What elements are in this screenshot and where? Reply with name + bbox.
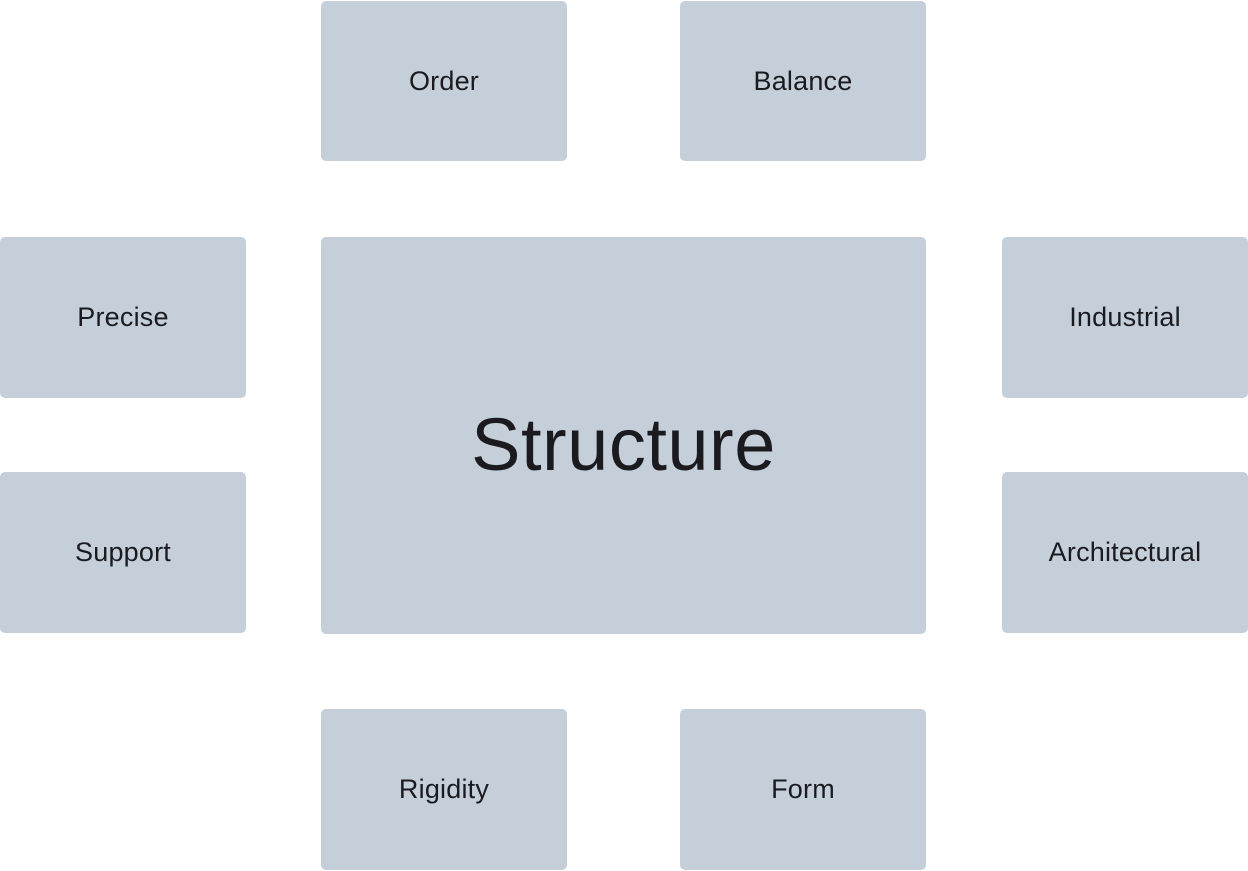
node-rigidity: Rigidity <box>321 709 567 870</box>
node-label: Order <box>408 65 480 96</box>
node-label: Form <box>771 774 835 804</box>
node-form: Form <box>680 709 926 870</box>
node-industrial: Industrial <box>1002 237 1248 398</box>
node-support: Support <box>0 472 246 633</box>
node-label: Support <box>75 537 171 567</box>
node-order: Order <box>321 1 567 161</box>
node-label: Architectural <box>1048 537 1202 567</box>
node-precise: Precise <box>0 237 246 398</box>
node-architectural: Architectural <box>1002 472 1248 633</box>
node-balance: Balance <box>680 1 926 161</box>
node-label: Precise <box>77 302 169 332</box>
node-label: Balance <box>753 65 853 96</box>
center-node: Structure <box>321 237 926 634</box>
node-label: Rigidity <box>398 774 490 804</box>
node-label: Industrial <box>1069 302 1181 332</box>
center-label: Structure <box>471 403 776 486</box>
